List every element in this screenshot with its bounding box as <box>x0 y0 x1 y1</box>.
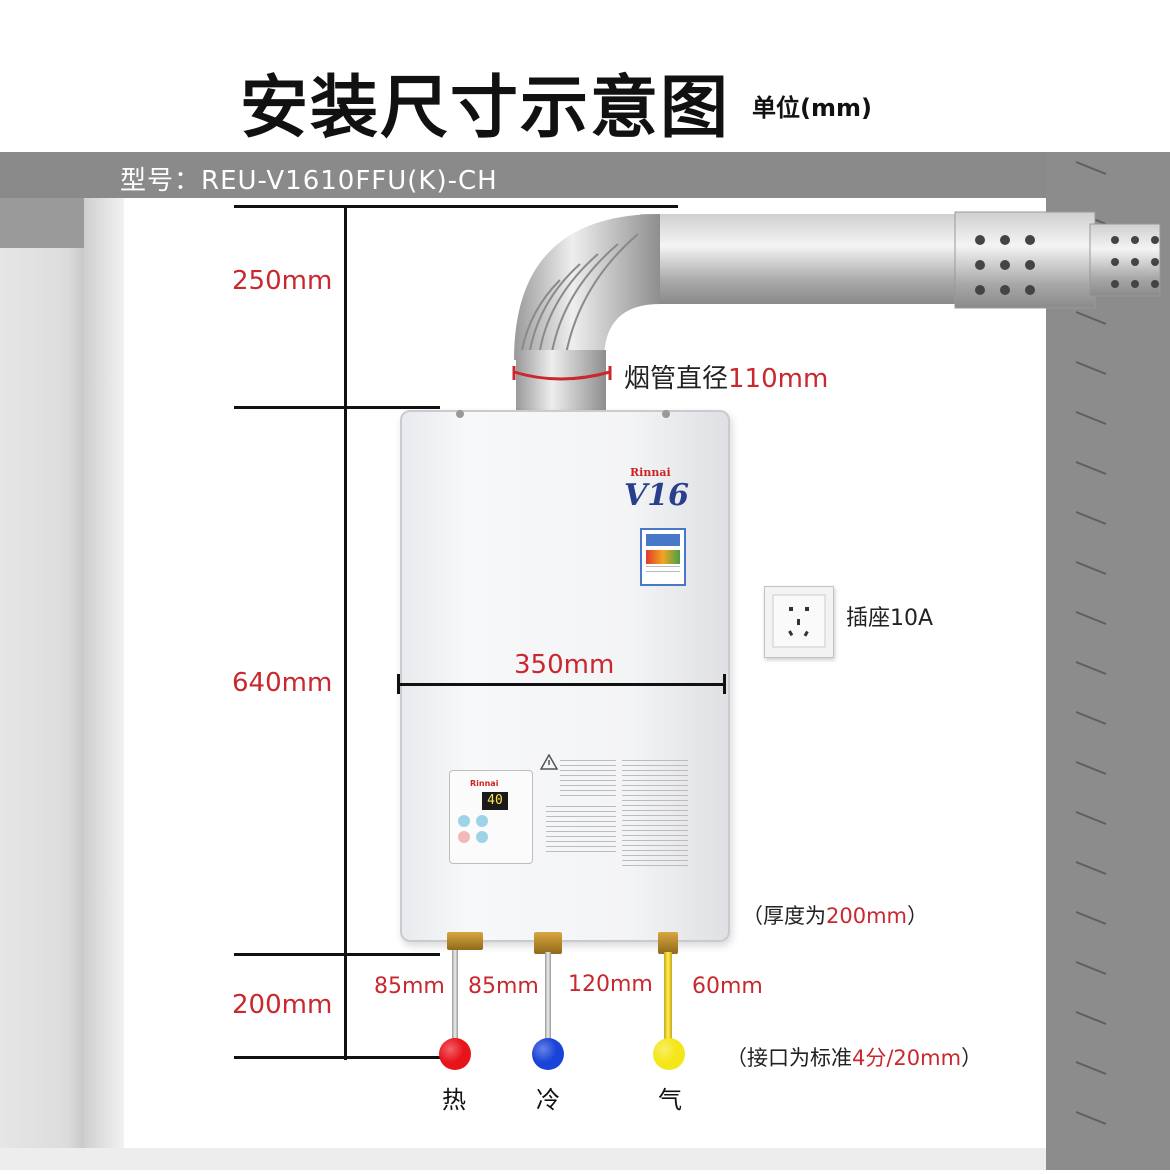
floor <box>0 1148 1046 1170</box>
wall-shadow <box>84 198 124 1148</box>
cold-water-dot <box>532 1038 564 1070</box>
width-dim: 350mm <box>514 650 615 680</box>
socket-label: 插座10A <box>846 606 934 631</box>
cold-pipe <box>545 952 551 1044</box>
control-panel: Rinnai <box>449 770 533 864</box>
brand-logo: Rinnai <box>630 466 671 479</box>
gas-side-dim: 60mm <box>692 974 763 999</box>
instruction-text <box>622 760 688 870</box>
heater-top-line <box>234 406 440 409</box>
width-dimension-line <box>398 683 726 686</box>
cold-fitting <box>534 932 562 954</box>
gas-spacing-dim: 120mm <box>568 972 653 997</box>
panel-brand: Rinnai <box>470 779 499 788</box>
model-label: 型号：REU-V1610FFU(K)-CH <box>120 166 498 196</box>
width-tick-right <box>723 674 726 694</box>
screw-left <box>456 410 464 418</box>
hot-fitting <box>447 932 483 950</box>
hot-water-dot <box>439 1038 471 1070</box>
hot-spacing-dim: 85mm <box>374 974 445 999</box>
page-title: 安装尺寸示意图 <box>240 69 731 148</box>
warning-icon <box>539 753 559 774</box>
connector-note: （接口为标准4分/20mm） <box>726 1046 983 1070</box>
ceiling-banner <box>0 152 1170 198</box>
warning-text <box>560 760 616 800</box>
power-socket <box>764 586 834 658</box>
model-badge: V16 <box>624 478 690 513</box>
unit-label: 单位(mm) <box>752 94 872 122</box>
flue-pipe <box>512 211 1161 410</box>
warning-text <box>546 806 616 856</box>
height-dim: 640mm <box>232 668 333 698</box>
left-wall <box>0 198 86 1148</box>
panel-button <box>476 815 488 827</box>
panel-button <box>458 831 470 843</box>
top-ref-line <box>234 205 678 208</box>
pipe-end-line <box>234 1056 440 1059</box>
hot-label: 热 <box>442 1086 466 1114</box>
hot-pipe <box>452 950 458 1044</box>
heater-bottom-line <box>234 953 440 956</box>
screw-right <box>662 410 670 418</box>
gas-pipe <box>664 952 672 1042</box>
gas-dot <box>653 1038 685 1070</box>
thickness-note: （厚度为200mm） <box>742 904 928 928</box>
panel-button <box>458 815 470 827</box>
title-area: 安装尺寸示意图 单位(mm) <box>0 40 1170 150</box>
bottom-clearance-dim: 200mm <box>232 990 333 1020</box>
width-tick-left <box>397 674 400 694</box>
top-clearance-dim: 250mm <box>232 266 333 296</box>
right-wall <box>1046 152 1170 1170</box>
energy-sticker <box>640 528 686 586</box>
panel-button <box>476 831 488 843</box>
socket-icon <box>772 594 826 648</box>
flue-diameter-label: 烟管直径110mm <box>624 364 829 394</box>
gas-fitting <box>658 932 678 954</box>
vertical-dimension-line <box>344 206 347 1060</box>
cold-label: 冷 <box>536 1086 560 1114</box>
gas-label: 气 <box>658 1086 682 1114</box>
cold-spacing-dim: 85mm <box>468 974 539 999</box>
panel-display: 40 <box>482 792 508 810</box>
